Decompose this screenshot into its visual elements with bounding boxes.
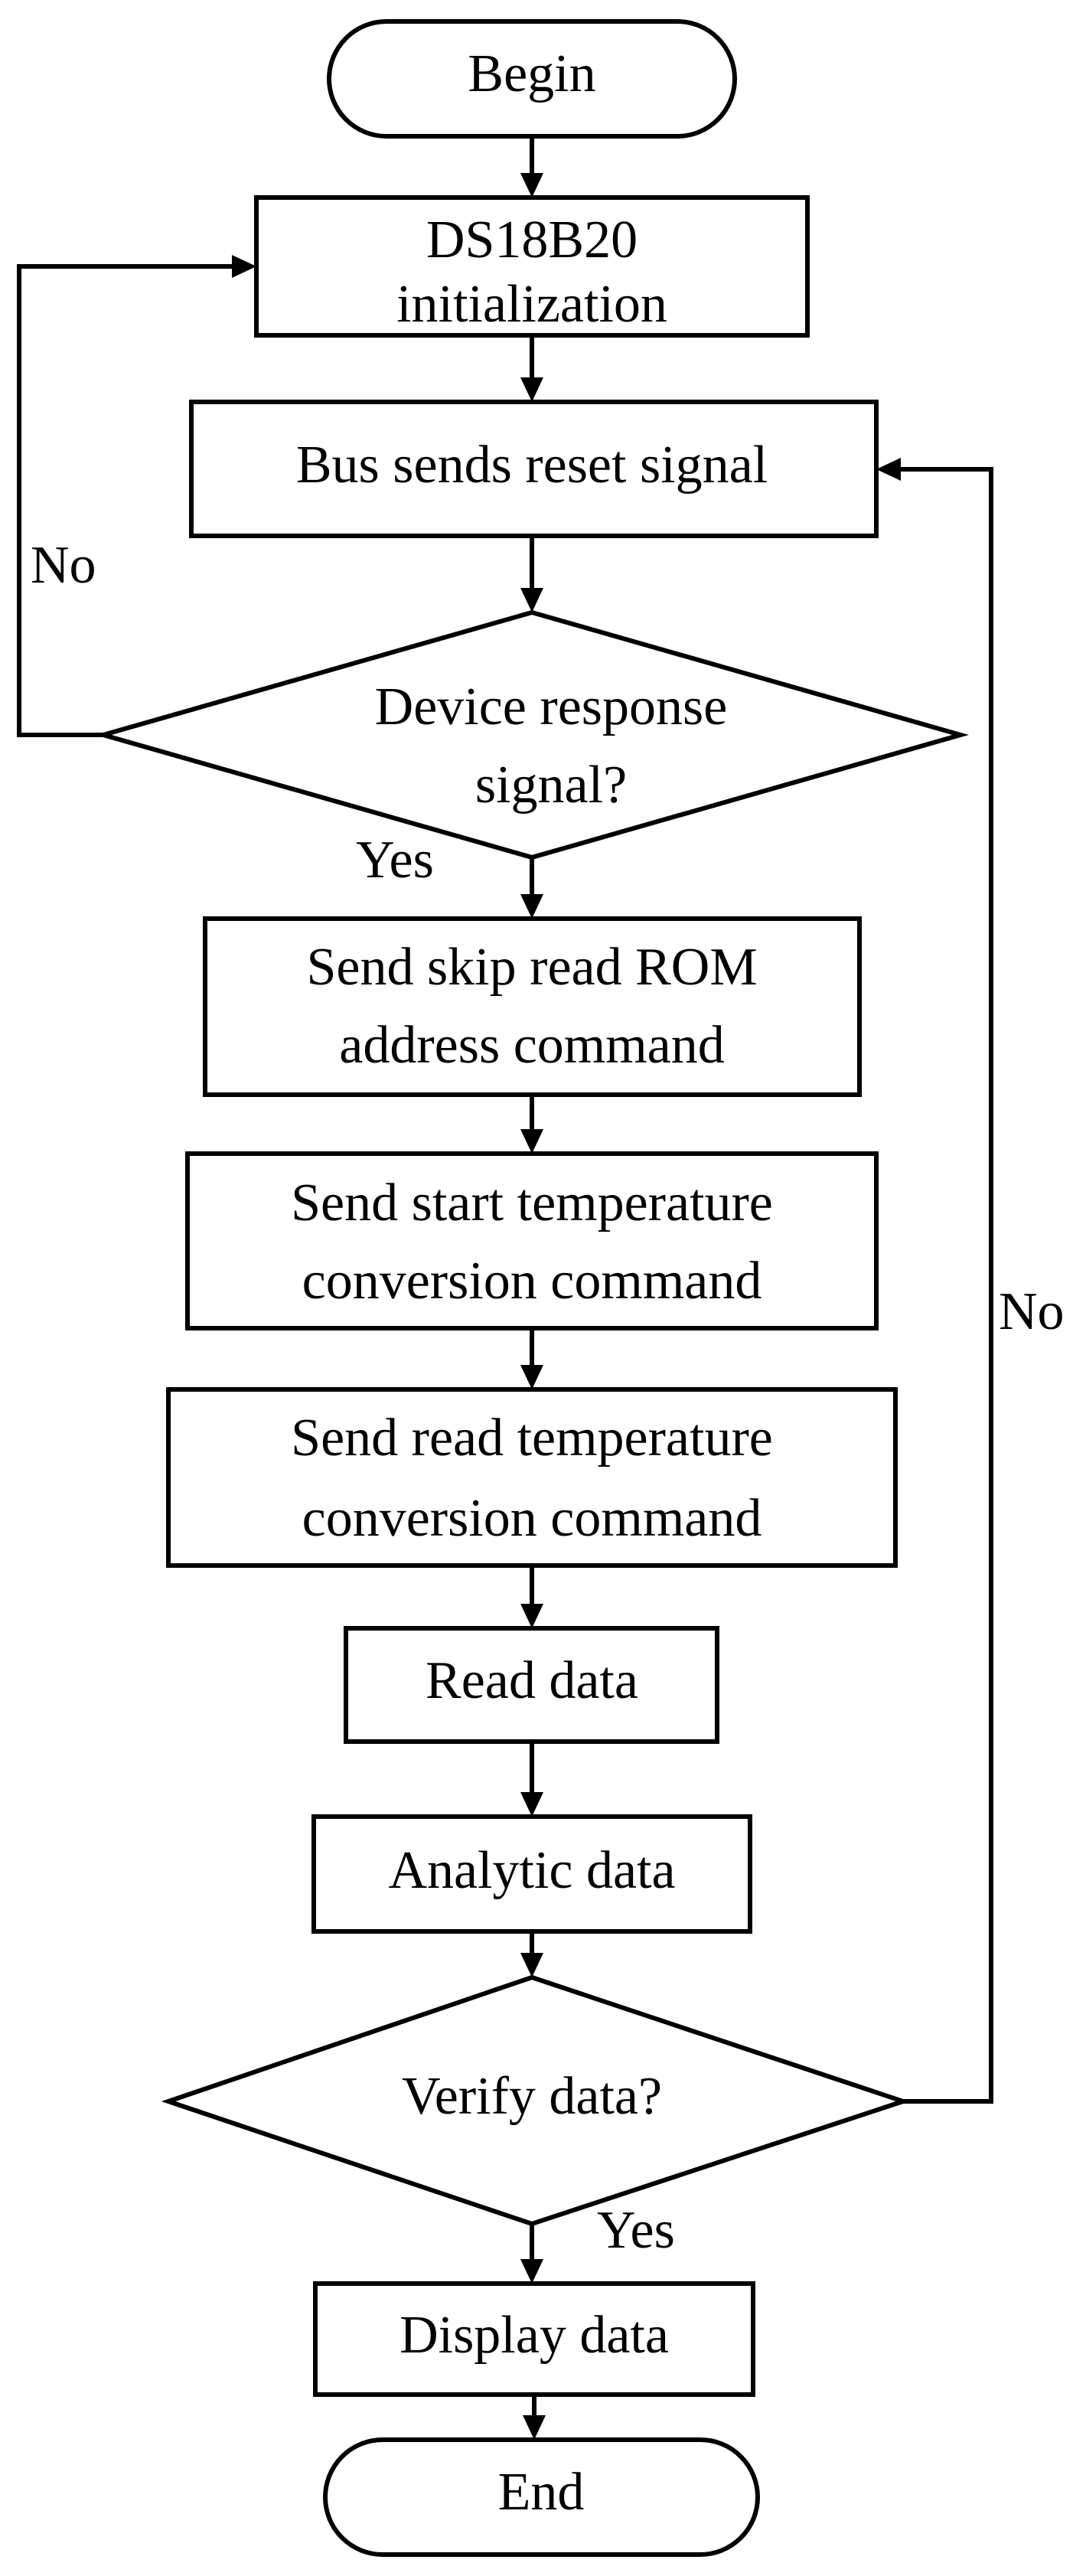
read-conversion-label-line2: conversion command bbox=[302, 1489, 762, 1548]
verify-no-label: No bbox=[999, 1282, 1065, 1341]
read-conversion-label-line1: Send read temperature bbox=[291, 1409, 773, 1468]
init-node: DS18B20 initialization bbox=[254, 195, 810, 338]
arrow-verify-yes-to-display bbox=[520, 2224, 543, 2284]
display-data-node: Display data bbox=[313, 2281, 755, 2397]
arrow-reset-to-response bbox=[520, 536, 543, 612]
verify-decision: Verify data? bbox=[161, 1974, 911, 2227]
display-data-label: Display data bbox=[400, 2306, 669, 2365]
arrow-response-no-to-init bbox=[17, 255, 256, 737]
skip-rom-label-line2: address command bbox=[339, 1016, 724, 1075]
begin-label: Begin bbox=[468, 44, 595, 103]
end-label: End bbox=[498, 2463, 585, 2522]
response-label-line1: Device response bbox=[375, 677, 728, 736]
response-yes-label: Yes bbox=[356, 831, 434, 890]
read-data-node: Read data bbox=[344, 1626, 719, 1744]
arrow-response-yes-to-skip-rom bbox=[520, 857, 543, 919]
skip-rom-label-line1: Send skip read ROM bbox=[306, 938, 757, 997]
response-decision: Device response signal? bbox=[95, 609, 969, 860]
arrow-init-to-reset bbox=[520, 335, 543, 402]
arrow-verify-no-to-reset bbox=[876, 458, 993, 2104]
init-label-line1: DS18B20 bbox=[426, 211, 638, 269]
arrow-skip-rom-to-start-conversion bbox=[520, 1095, 543, 1154]
analytic-data-label: Analytic data bbox=[388, 1841, 675, 1900]
analytic-data-node: Analytic data bbox=[311, 1814, 752, 1934]
arrow-read-data-to-analytic bbox=[520, 1742, 543, 1817]
arrow-read-conversion-to-read-data bbox=[520, 1566, 543, 1628]
begin-node: Begin bbox=[327, 19, 737, 139]
start-conversion-label-line2: conversion command bbox=[302, 1252, 762, 1311]
verify-yes-label: Yes bbox=[597, 2201, 675, 2260]
response-no-label: No bbox=[31, 536, 96, 595]
arrow-display-to-end bbox=[523, 2395, 546, 2440]
start-conversion-node: Send start temperature conversion comman… bbox=[185, 1151, 879, 1330]
start-conversion-label-line1: Send start temperature bbox=[291, 1174, 773, 1232]
skip-rom-node: Send skip read ROM address command bbox=[203, 916, 862, 1097]
read-data-label: Read data bbox=[426, 1651, 638, 1710]
end-node: End bbox=[323, 2437, 760, 2557]
arrow-begin-to-init bbox=[520, 136, 543, 198]
init-label-line2: initialization bbox=[396, 275, 667, 334]
arrow-analytic-to-verify bbox=[520, 1931, 543, 1977]
read-conversion-node: Send read temperature conversion command bbox=[166, 1387, 898, 1568]
arrow-start-to-read-conversion bbox=[520, 1328, 543, 1389]
verify-label: Verify data? bbox=[402, 2067, 662, 2126]
reset-label: Bus sends reset signal bbox=[296, 436, 768, 495]
response-label-line2: signal? bbox=[475, 756, 627, 815]
reset-node: Bus sends reset signal bbox=[189, 400, 879, 538]
